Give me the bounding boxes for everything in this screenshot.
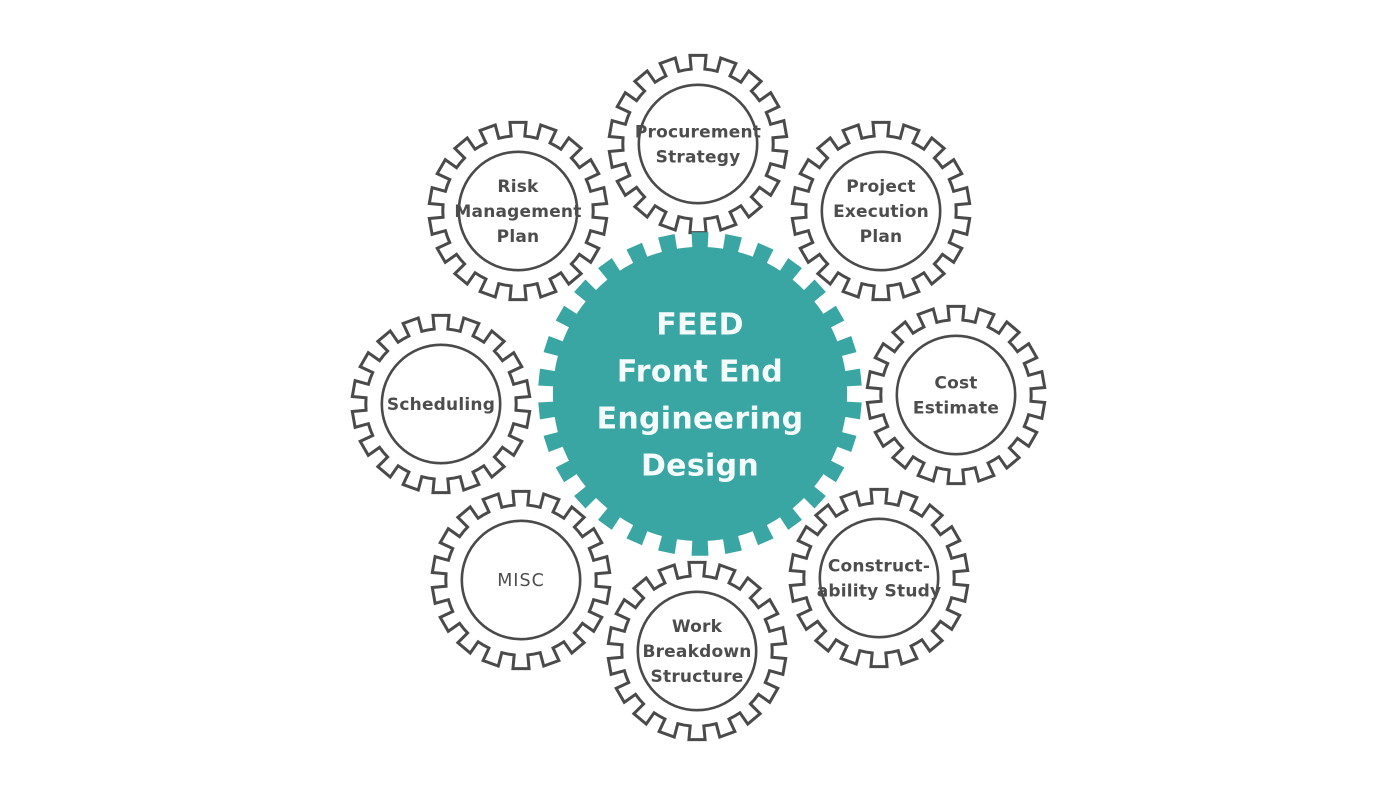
gear-label-line: Structure [651,667,744,687]
gear-label-line: MISC [497,571,545,591]
gear-label-line: Scheduling [387,395,495,415]
feed-hub-label-line: Design [641,449,759,484]
gear-inner-circle-risk-management-plan [457,150,579,272]
gear-label-line: Plan [497,227,540,247]
gear-label-line: Management [454,202,581,222]
gear-label-line: Cost [934,374,977,394]
gear-label-line: Construct- [828,557,930,577]
gear-inner-circle-misc [460,519,582,641]
gear-inner-circle-procurement-strategy [637,83,759,205]
gear-scheduling[interactable]: Scheduling [350,313,532,495]
gear-label-line: Estimate [913,399,999,419]
feed-hub-label-line: Front End [617,355,783,390]
gear-inner-circle-cost-estimate [895,334,1017,456]
gear-inner-circle-scheduling [380,343,502,465]
gear-label-constructability-study: Construct-ability Study [817,557,942,602]
feed-hub-label-line: Engineering [597,402,804,437]
gear-label-line: Work [672,617,723,637]
gear-label-misc: MISC [497,571,545,591]
gear-label-line: Strategy [656,148,741,168]
gear-label-line: Execution [833,202,929,222]
gear-label-line: Plan [860,227,903,247]
gear-inner-circle-project-execution-plan [820,150,942,272]
gear-constructability-study[interactable]: Construct-ability Study [788,487,970,669]
feed-hub-label-line: FEED [656,308,744,343]
gear-inner-circle-constructability-study [818,517,940,639]
gear-misc[interactable]: MISC [430,489,612,671]
feed-hub-core [552,246,848,542]
gear-label-line: Project [846,177,915,197]
gear-label-line: Risk [497,177,539,197]
gear-label-line: ability Study [817,582,942,602]
gear-inner-circle-work-breakdown-structure [636,590,758,712]
gear-label-line: Breakdown [642,642,751,662]
gear-label-line: Procurement [635,123,761,143]
gear-label-scheduling: Scheduling [387,395,495,415]
